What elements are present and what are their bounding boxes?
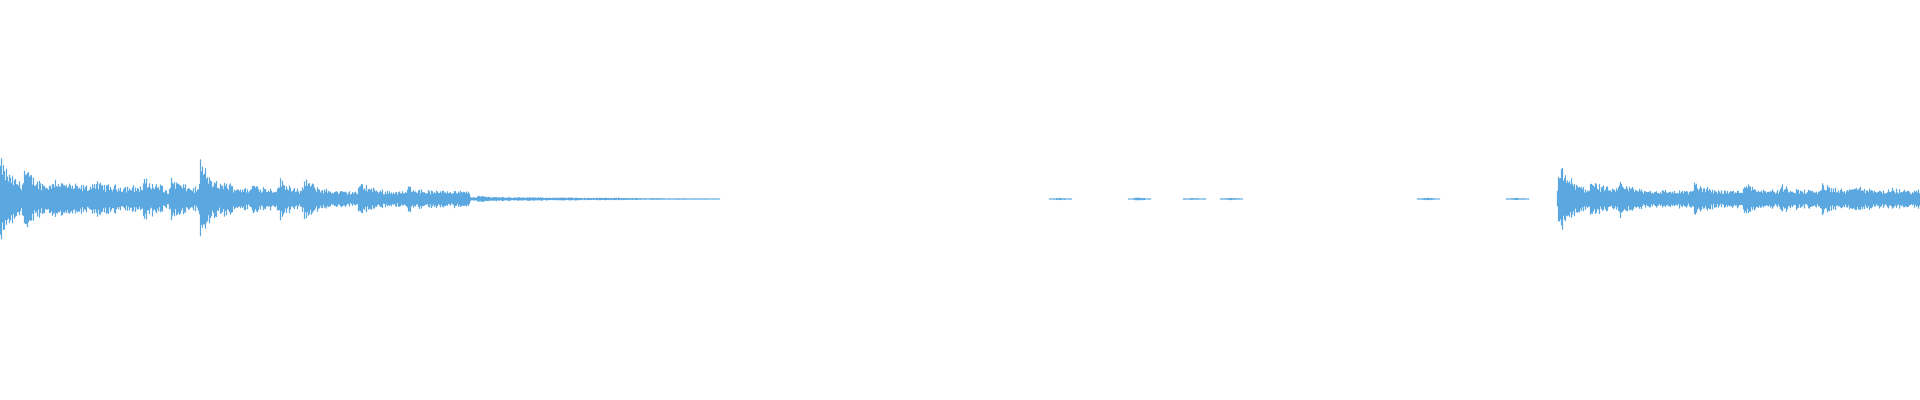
waveform-segment-verse-1 xyxy=(162,159,299,237)
waveform-segment-outro-loud xyxy=(1556,168,1920,230)
waveform-segment-intro-loud xyxy=(0,158,164,240)
waveform-segment-silence-blips xyxy=(1048,197,1530,201)
waveform-bars xyxy=(0,158,1920,240)
waveform-segment-verse-2 xyxy=(297,179,471,220)
